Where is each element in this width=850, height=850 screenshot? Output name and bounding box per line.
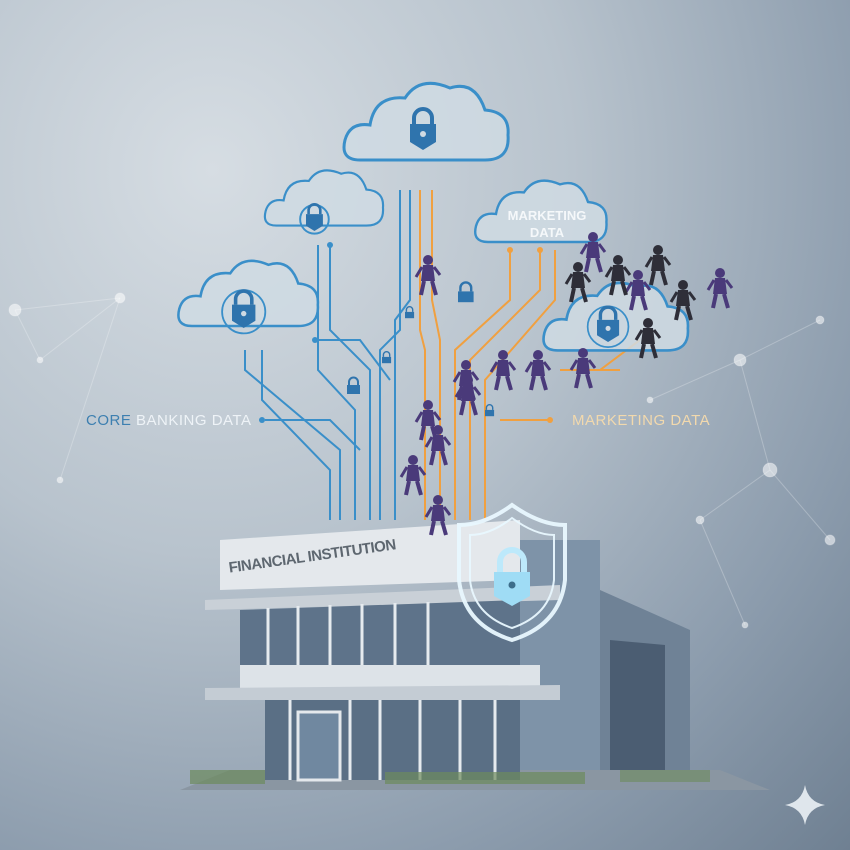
core-prefix: CORE (86, 412, 132, 429)
core-banking-data-label: CORE BANKING DATA (86, 412, 251, 429)
cloud-label-line2: DATA (529, 225, 565, 240)
sparkle-icon (785, 785, 825, 825)
cloud-label-line1: MARKETING (507, 208, 587, 223)
marketing-data-label: MARKETING DATA (572, 412, 711, 429)
padlock-icon-right (586, 305, 630, 348)
padlock-icon-left-upper (299, 203, 330, 235)
core-rest: BANKING DATA (131, 412, 252, 429)
padlock-icon-left (221, 289, 267, 335)
padlock-icon-top (410, 107, 436, 150)
cloud-marketing-label: MARKETING DATA (488, 207, 606, 241)
